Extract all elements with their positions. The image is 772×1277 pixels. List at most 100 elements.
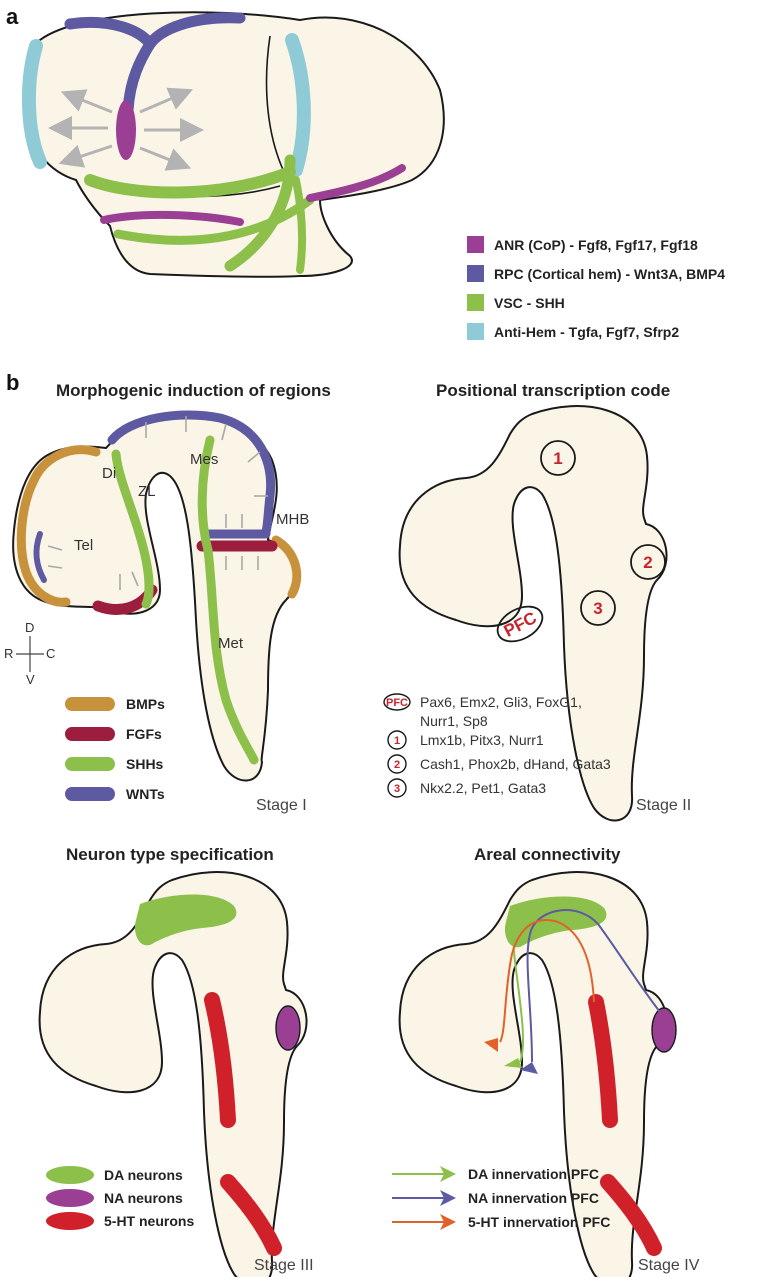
anr-midline [116,100,136,160]
shh-band-zl-floor [197,435,259,765]
5ht-neurons-caudal [220,1174,282,1256]
legend-label-wnts: WNTs [126,786,165,802]
5ht-neurons-caudal [600,1174,662,1256]
region-label-mes: Mes [190,451,218,468]
axis-label-r: R [4,646,13,661]
panel-a-brain-illustration [21,11,445,278]
legend-arrow-na [440,1190,456,1206]
axis-label-c: C [46,646,55,661]
legend-arrow-5ht [440,1214,456,1230]
da-neurons [134,894,237,946]
legend-label-anr: ANR (CoP) - Fgf8, Fgf17, Fgf18 [494,237,698,253]
legend-label-rpc: RPC (Cortical hem) - Wnt3A, BMP4 [494,266,725,282]
legend-label-na-innervation: NA innervation PFC [468,1190,599,1206]
panel-a-letter: a [6,4,19,29]
legend-label-5ht-innervation: 5-HT innervation PFC [468,1214,610,1230]
legend-swatch-vsc [467,294,484,311]
na-projection [526,909,661,1063]
legend-label-antihem: Anti-Hem - Tgfa, Fgf7, Sfrp2 [494,324,679,340]
stage4-legend: DA innervation PFC NA innervation PFC 5-… [392,1166,610,1230]
marker-2-label: 2 [643,553,652,572]
bmp-band-tel [16,445,101,607]
stage1-legend: BMPs FGFs SHHs WNTs [65,696,165,802]
legend-label-bmps: BMPs [126,696,165,712]
legend-swatch-da [46,1166,94,1184]
panel-a-legend: ANR (CoP) - Fgf8, Fgf17, Fgf18 RPC (Cort… [467,236,725,340]
orientation-cross: D V R C [4,620,55,687]
marker-3-circle [580,590,616,626]
marker-2-circle [630,544,666,580]
legend-label-shhs: SHHs [126,756,164,772]
gene-list-3: Nkx2.2, Pet1, Gata3 [420,780,546,796]
region-label-mhb: MHB [276,511,309,528]
legend-label-da-innervation: DA innervation PFC [468,1166,599,1182]
legend-label-fgfs: FGFs [126,726,162,742]
legend-label-na: NA neurons [104,1190,183,1206]
vsc-band-upper [84,166,296,199]
5ht-projection [499,919,595,1043]
gene-marker-2-label: 2 [394,759,400,771]
na-projection-arrowhead [520,1062,538,1074]
anti-hem-left [21,39,47,169]
stage1-signal-arrows [47,416,268,590]
gene-marker-2 [387,754,407,774]
legend-swatch-na [46,1189,94,1207]
stage2-gene-list: PFC Pax6, Emx2, Gli3, FoxG1, Nurr1, Sp8 … [383,693,611,798]
gene-list-2: Cash1, Phox2b, dHand, Gata3 [420,756,611,772]
region-label-met: Met [218,635,244,652]
legend-swatch-5ht [46,1212,94,1230]
marker-1-circle [540,440,576,476]
legend-label-vsc: VSC - SHH [494,295,565,311]
stage3-title: Neuron type specification [66,845,274,864]
stage1-diagram: Mes Di ZL MHB Tel Met D V R C [4,410,309,782]
stage3-legend: DA neurons NA neurons 5-HT neurons [46,1166,194,1230]
stage3-label: Stage III [254,1257,314,1274]
panel-b-letter: b [6,370,19,395]
marker-1-label: 1 [553,449,562,468]
region-label-zl: ZL [138,483,156,500]
legend-label-5ht: 5-HT neurons [104,1213,194,1229]
legend-swatch-rpc [467,265,484,282]
anr-band-posterior [306,164,406,202]
da-projection [512,919,529,1063]
na-neurons [651,1007,677,1053]
gene-marker-1-label: 1 [394,735,400,747]
gene-list-pfc-line1: Pax6, Emx2, Gli3, FoxG1, [420,694,582,710]
na-neurons [275,1005,301,1051]
stage1-label: Stage I [256,797,307,814]
anti-hem-right [285,33,311,177]
stage2-title: Positional transcription code [436,381,670,400]
region-label-tel: Tel [74,537,93,554]
gene-marker-3 [387,778,407,798]
stage2-label: Stage II [636,797,691,814]
stage4-label: Stage IV [638,1257,700,1274]
marker-3-label: 3 [593,599,602,618]
stage4-diagram [398,871,677,1277]
axis-label-d: D [25,620,34,635]
5ht-neurons-rostral [588,994,618,1128]
marker-pfc-ellipse [496,605,544,643]
stage4-title: Areal connectivity [474,845,621,864]
region-label-di: Di [102,465,116,482]
gene-list-pfc-line2: Nurr1, Sp8 [420,713,488,729]
shh-band-floor-tel [111,449,154,609]
legend-swatch-antihem [467,323,484,340]
wnt-band-roof [107,410,276,537]
radiating-arrows [48,87,204,171]
gene-list-1: Lmx1b, Pitx3, Nurr1 [420,732,544,748]
anr-band-ventral [100,210,244,226]
5ht-neurons-rostral [204,992,236,1128]
gene-marker-3-label: 3 [394,783,400,795]
hemisphere-boundary [265,35,287,177]
gene-marker-pfc [383,693,411,711]
legend-swatch-anr [467,236,484,253]
stage1-title: Morphogenic induction of regions [56,381,331,400]
stage3-diagram [38,871,308,1277]
legend-arrow-da [440,1166,456,1182]
da-projection-arrowhead [504,1058,522,1068]
bmp-band-met [271,535,302,599]
5ht-projection-arrowhead [484,1038,498,1052]
gene-marker-pfc-label: PFC [386,697,408,709]
gene-marker-1 [387,730,407,750]
